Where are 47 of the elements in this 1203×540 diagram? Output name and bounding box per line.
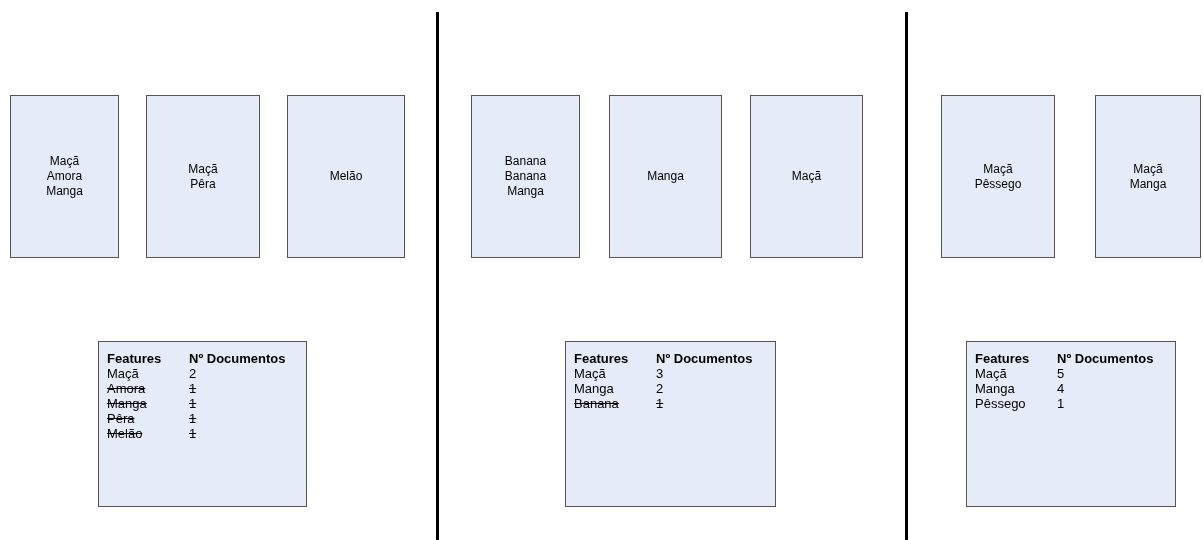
feature-cell: Pêssego bbox=[975, 396, 1026, 411]
table-card bbox=[565, 341, 776, 507]
document-card bbox=[609, 95, 722, 258]
feature-cell: Maçã bbox=[574, 366, 606, 381]
count-cell: 1 bbox=[189, 396, 197, 411]
feature-cell: Maçã bbox=[975, 366, 1007, 381]
count-cell: 1 bbox=[189, 426, 197, 441]
document-terms: Maçã bbox=[791, 169, 822, 184]
document-card bbox=[287, 95, 405, 258]
feature-cell: Banana bbox=[574, 396, 619, 411]
document-card bbox=[941, 95, 1055, 258]
document-terms: Manga bbox=[647, 169, 684, 184]
document-card bbox=[750, 95, 863, 258]
header-cell: Nº Documentos bbox=[189, 351, 286, 366]
feature-cell: Manga bbox=[975, 381, 1015, 396]
feature-cell: Pêra bbox=[107, 411, 135, 426]
feature-cell: Manga bbox=[574, 381, 614, 396]
feature-cell: Maçã bbox=[107, 366, 139, 381]
document-terms: Maçã Manga bbox=[1129, 161, 1167, 192]
document-terms: Maçã Pêra bbox=[188, 161, 218, 192]
document-terms: Maçã Pêssego bbox=[974, 161, 1022, 192]
count-cell: 2 bbox=[656, 381, 664, 396]
feature-cell: Manga bbox=[107, 396, 147, 411]
count-cell: 5 bbox=[1057, 366, 1065, 381]
header-cell: Features bbox=[574, 351, 629, 366]
count-cell: 4 bbox=[1057, 381, 1065, 396]
header-cell: Features bbox=[107, 351, 162, 366]
document-terms: Melão bbox=[329, 169, 363, 184]
document-terms: Maçã Amora Manga bbox=[46, 154, 83, 199]
count-cell: 1 bbox=[656, 396, 664, 411]
table-card bbox=[98, 341, 307, 507]
feature-cell: Amora bbox=[107, 381, 146, 396]
count-cell: 1 bbox=[1057, 396, 1065, 411]
count-cell: 2 bbox=[189, 366, 197, 381]
document-card bbox=[1095, 95, 1201, 258]
document-card bbox=[10, 95, 119, 258]
count-cell: 3 bbox=[656, 366, 664, 381]
header-cell: Nº Documentos bbox=[1057, 351, 1154, 366]
header-cell: Features bbox=[975, 351, 1030, 366]
table-card bbox=[966, 341, 1176, 507]
count-cell: 1 bbox=[189, 411, 197, 426]
document-card bbox=[146, 95, 260, 258]
feature-cell: Melão bbox=[107, 426, 143, 441]
document-card bbox=[471, 95, 580, 258]
document-terms: Banana Banana Manga bbox=[504, 154, 547, 199]
header-cell: Nº Documentos bbox=[656, 351, 753, 366]
count-cell: 1 bbox=[189, 381, 197, 396]
